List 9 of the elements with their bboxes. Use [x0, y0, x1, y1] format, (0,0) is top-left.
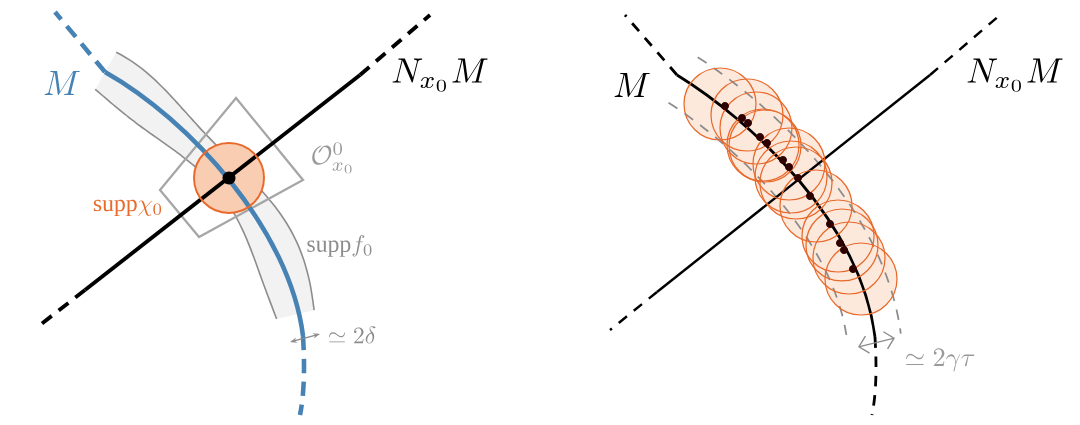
math-label: $N_{x_0}M$ [967, 58, 1063, 92]
math-label: $N_{x_0}M$ [392, 58, 488, 92]
math-label: $M$ [44, 71, 80, 95]
math-label: $\mathcal{O}^0_{x_0}$ [312, 142, 352, 174]
math-label: $M$ [614, 73, 650, 97]
math-label: $\mathrm{supp} f_0$ [307, 235, 372, 257]
math-label: $\simeq 2\gamma\tau$ [906, 348, 975, 372]
math-label: $\simeq 2\delta$ [329, 326, 376, 344]
math-label: $\mathrm{supp}\chi_0$ [93, 199, 162, 217]
